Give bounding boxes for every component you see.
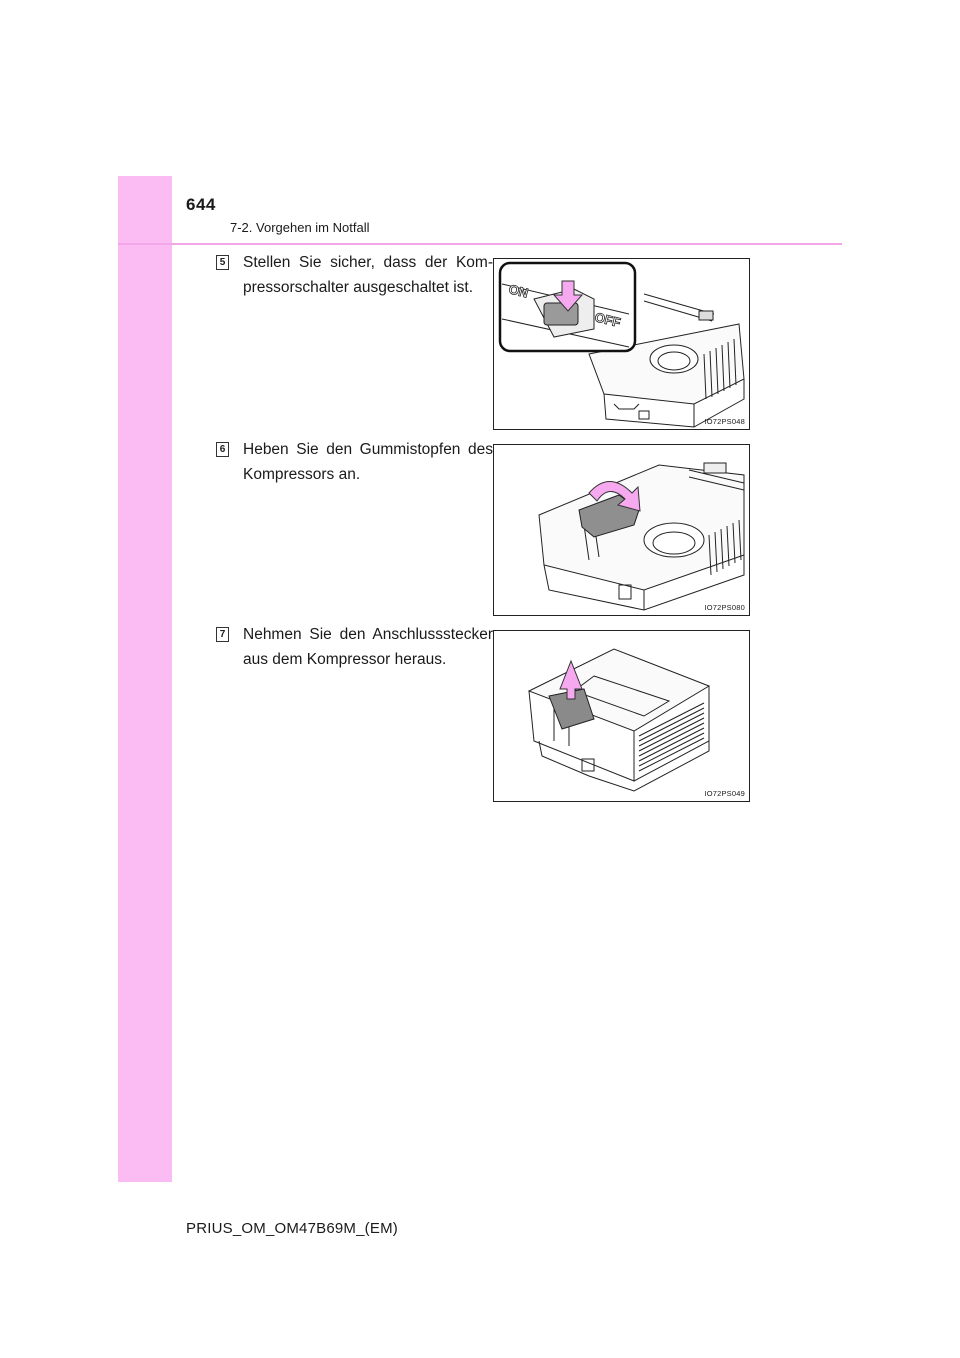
header-rule <box>118 243 842 245</box>
section-title: 7-2. Vorgehen im Notfall <box>230 220 370 235</box>
document-id: PRIUS_OM_OM47B69M_(EM) <box>186 1220 398 1237</box>
push-down-arrow-icon <box>552 280 584 312</box>
figure-connector-plug: IO72PS049 <box>493 630 750 802</box>
lift-arrow-icon <box>588 481 641 512</box>
connector-plug-illustration <box>527 648 711 792</box>
figure-code: IO72PS049 <box>704 789 745 798</box>
step-text: Heben Sie den Gummistopfen des Kompresso… <box>243 441 493 483</box>
step-text: Nehmen Sie den Anschlussstecker aus dem … <box>243 626 493 668</box>
step-number-badge: 7 <box>216 627 229 642</box>
sidebar-tab <box>118 176 172 1182</box>
step-text: Stellen Sie sicher, dass der Kom-pressor… <box>243 254 493 296</box>
figure-compressor-switch: ON OFF IO72PS048 <box>493 258 750 430</box>
figure-code: IO72PS080 <box>704 603 745 612</box>
page-number: 644 <box>186 195 216 214</box>
rubber-plug-illustration <box>538 462 745 611</box>
step-number-badge: 6 <box>216 442 229 457</box>
figure-code: IO72PS048 <box>704 417 745 426</box>
figure-rubber-plug: IO72PS080 <box>493 444 750 616</box>
compressor-switch-illustration: ON OFF <box>498 261 745 428</box>
switch-label-on: ON <box>507 281 530 300</box>
step-number-badge: 5 <box>216 255 229 270</box>
switch-label-off: OFF <box>593 309 622 330</box>
pull-up-arrow-icon <box>559 659 583 700</box>
